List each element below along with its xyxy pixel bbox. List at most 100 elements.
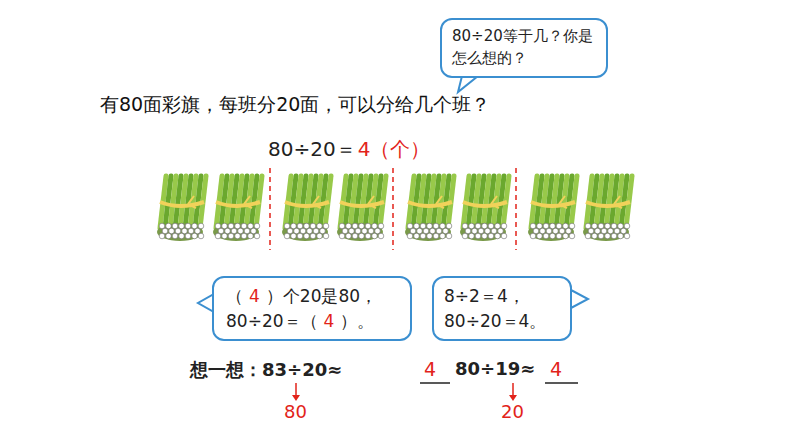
stick-bundle-part xyxy=(355,228,361,234)
stick-bundle-part xyxy=(300,228,306,234)
stick-bundle-part xyxy=(410,228,416,234)
stick-bundle-part xyxy=(225,228,231,234)
stick-bundle-part xyxy=(339,233,345,239)
stick-bundle-part xyxy=(185,233,191,239)
stick-bundle-part xyxy=(282,223,328,241)
stick-bundle-part xyxy=(440,223,446,229)
stick-bundle-part xyxy=(254,223,260,229)
stick-bundle-part xyxy=(198,233,204,239)
bubble-text: （ xyxy=(226,286,243,306)
stick-bundle-part xyxy=(323,223,329,229)
stick-bundle-part xyxy=(238,228,244,234)
stick-bundle-part xyxy=(482,233,488,239)
speech-bubble: （4）个20是80，80÷20＝（4）。 xyxy=(212,276,412,341)
stick-bundle-part xyxy=(433,233,439,239)
stick-bundle-part xyxy=(420,233,426,239)
stick-bundle-part xyxy=(213,223,259,241)
stick-bundle-part xyxy=(198,223,204,229)
stick-bundle-part xyxy=(297,223,303,229)
stick-bundle-part xyxy=(365,223,371,229)
stick-bundle-part xyxy=(294,228,300,234)
stick-bundle-part xyxy=(462,223,468,229)
stick-bundle-part xyxy=(543,233,549,239)
stick-bundle-part xyxy=(365,233,371,239)
stick-bundle-part xyxy=(592,223,598,229)
stick-bundle-part xyxy=(244,228,250,234)
stick-bundle-part xyxy=(228,233,234,239)
stick-bundle-part xyxy=(172,233,178,239)
stick-bundle-part xyxy=(475,233,481,239)
answer-underline xyxy=(545,382,578,384)
stick-bundle-part xyxy=(317,223,323,229)
stick-bundle-part xyxy=(157,223,203,241)
stick-bundle-part xyxy=(608,228,614,234)
stick-bundle-part xyxy=(491,196,499,208)
bubble-text: 80÷20＝（ xyxy=(226,311,318,331)
stick-bundle-part xyxy=(417,228,423,234)
stick-bundle-part xyxy=(485,228,491,234)
speech-bubble: 80÷20等于几？你是怎么想的？ xyxy=(440,18,608,78)
stick-bundle-part xyxy=(559,196,567,208)
stick-bundles xyxy=(157,176,632,241)
stick-bundle-part xyxy=(495,233,501,239)
stick-bundle-part xyxy=(313,228,319,234)
stick-bundle-part xyxy=(162,228,168,234)
stick-bundle-part xyxy=(297,233,303,239)
equation-answer: 4（个） xyxy=(358,136,431,163)
stick-bundle-part xyxy=(304,223,310,229)
stick-bundle-part xyxy=(228,223,234,229)
stick-bundle-part xyxy=(320,228,326,234)
stick-bundle-part xyxy=(595,228,601,234)
stick-bundle-part xyxy=(375,228,381,234)
stick-bundle-part xyxy=(222,233,228,239)
stick-bundle-part xyxy=(285,202,329,206)
stick-bundle-part xyxy=(235,223,241,229)
stick-bundle-part xyxy=(352,223,358,229)
stick-bundle-part xyxy=(407,233,413,239)
bubble-text: 80÷20等于几？你是怎么想的？ xyxy=(452,26,596,70)
stick-bundle-part xyxy=(611,223,617,229)
stick-bundle-part xyxy=(251,228,257,234)
stick-bundle-part xyxy=(362,228,368,234)
stick-bundle-part xyxy=(291,223,297,229)
stick-bundle-part xyxy=(248,233,254,239)
stick-bundle-part xyxy=(475,223,481,229)
stick-bundle-part xyxy=(423,228,429,234)
stick-bundle-part xyxy=(172,223,178,229)
stick-bundle-part xyxy=(586,202,630,206)
stick-bundle-part xyxy=(287,228,293,234)
question-title: 有80面彩旗，每班分20面，可以分给几个班？ xyxy=(100,92,490,118)
stick-bundle-part xyxy=(585,223,591,229)
stick-bundle-part xyxy=(352,233,358,239)
stick-bundle-part xyxy=(216,202,260,206)
stick-bundle-part xyxy=(488,223,494,229)
stick-bundle-part xyxy=(433,223,439,229)
stick-bundle-part xyxy=(614,196,622,208)
stick-bundle-part xyxy=(465,228,471,234)
stick-bundle-part xyxy=(569,233,575,239)
stick-bundle-part xyxy=(436,196,444,208)
stick-bundle-part xyxy=(611,233,617,239)
stick-bundle-part xyxy=(491,228,497,234)
stick-bundle-part xyxy=(215,223,221,229)
stick-bundle-part xyxy=(222,223,228,229)
bubble-pointer xyxy=(571,290,588,308)
stick-bundle-part xyxy=(346,223,352,229)
stick-bundle-part xyxy=(618,223,624,229)
stick-bundle-part xyxy=(337,223,383,241)
stick-bundle-part xyxy=(166,223,172,229)
stick-bundle-part xyxy=(317,233,323,239)
stick-bundle-part xyxy=(550,223,556,229)
stick-bundle-part xyxy=(624,233,630,239)
stick-bundle-part xyxy=(546,228,552,234)
bubble-text: 8÷2＝4， xyxy=(444,286,525,306)
stick-bundle-part xyxy=(368,228,374,234)
stick-bundle-part xyxy=(241,233,247,239)
stick-bundle-part xyxy=(372,233,378,239)
stick-bundle-part xyxy=(501,223,507,229)
stick-bundle-part xyxy=(254,233,260,239)
stick-bundle-part xyxy=(598,223,604,229)
stick-bundle-part xyxy=(446,223,452,229)
